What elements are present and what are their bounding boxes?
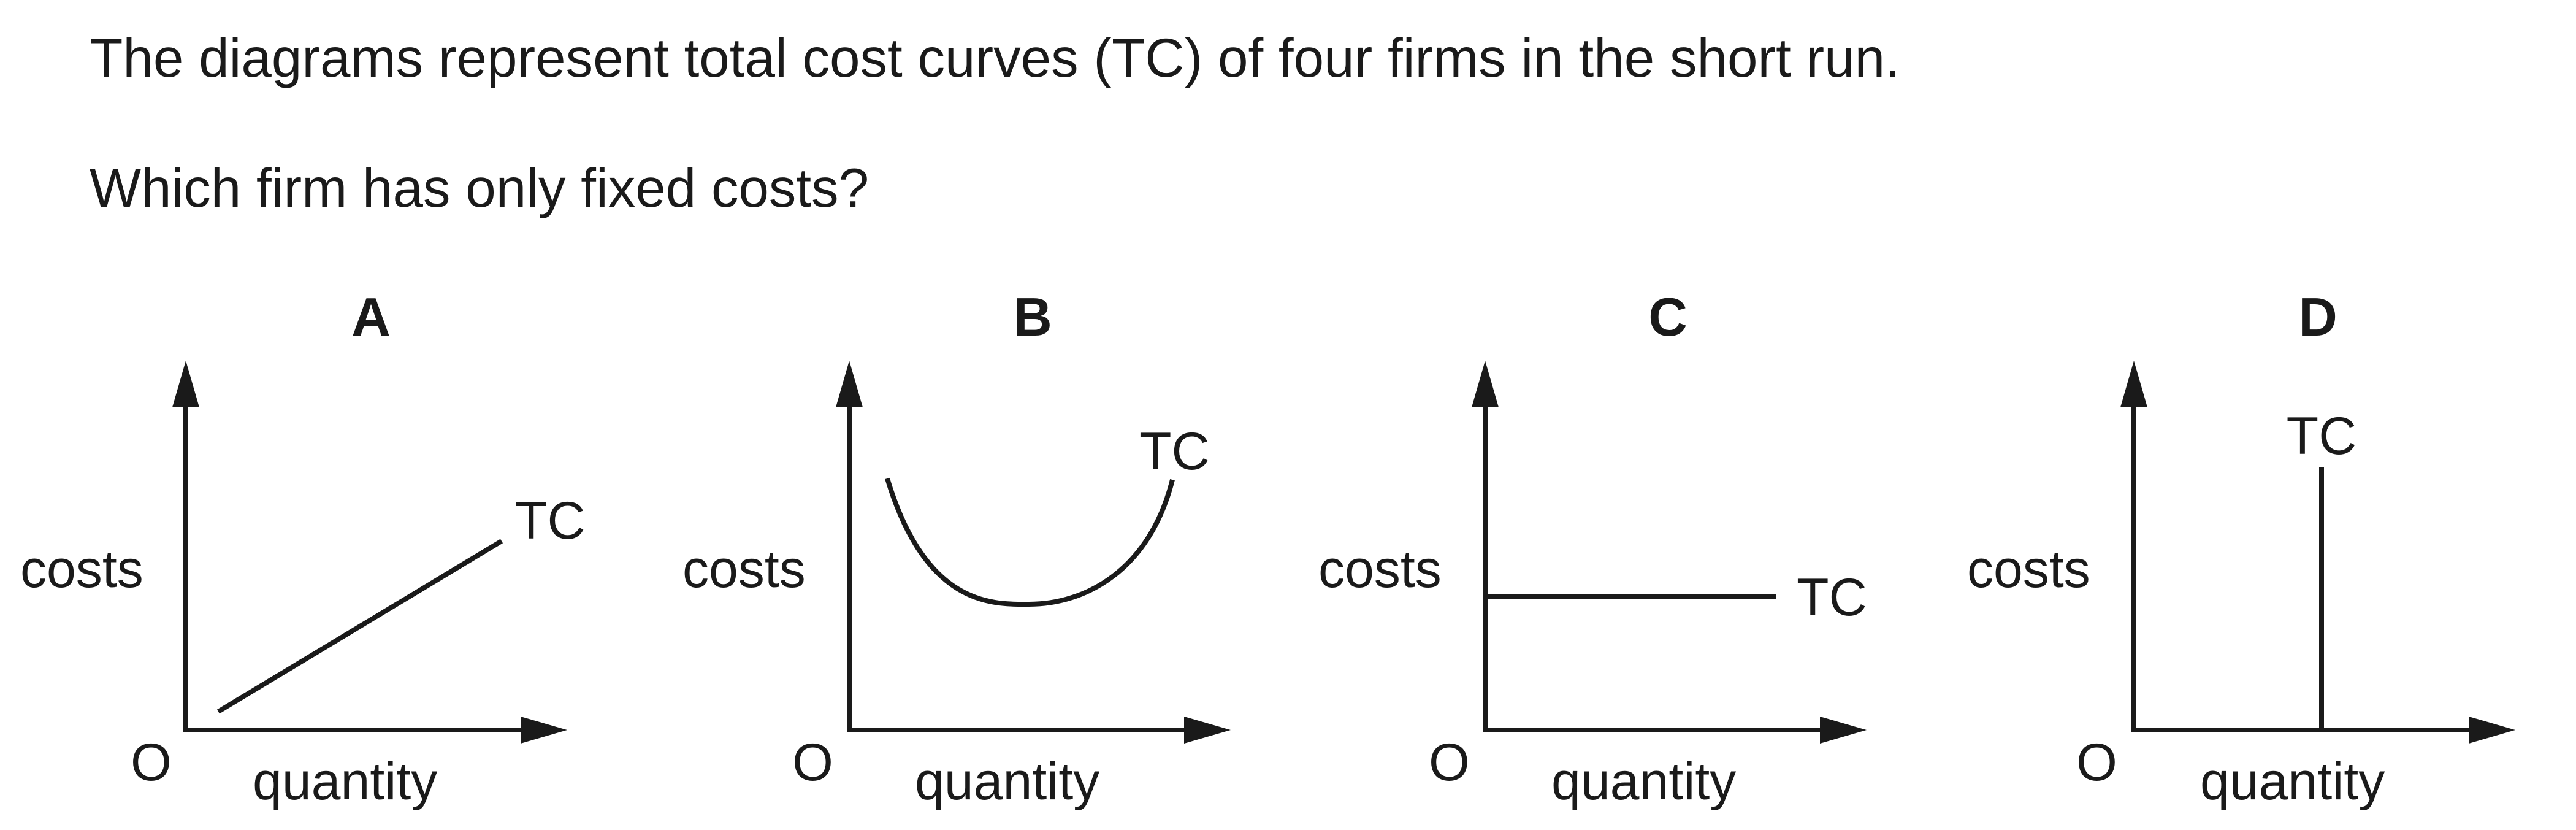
diagram-c: C costs O quantity TC	[1318, 286, 1867, 811]
diagram-c-origin-label: O	[1429, 733, 1470, 792]
diagram-c-tc-label: TC	[1797, 568, 1867, 627]
diagram-b-tc-curve	[885, 477, 1175, 607]
diagram-b-tc-label: TC	[1139, 422, 1210, 481]
diagram-d-letter: D	[2298, 286, 2337, 347]
question-prompt: Which firm has only fixed costs?	[90, 157, 869, 218]
diagram-c-x-axis-arrow	[1820, 717, 1867, 744]
diagram-d-x-label: quantity	[2200, 752, 2385, 811]
diagram-d-x-axis-arrow	[2469, 717, 2515, 744]
diagram-a-origin-label: O	[131, 733, 172, 792]
diagram-c-x-label: quantity	[1551, 752, 1736, 811]
diagram-b-y-label: costs	[682, 540, 806, 599]
diagram-a-tc-curve	[216, 539, 503, 714]
diagram-d-y-label: costs	[1967, 540, 2090, 599]
diagram-a-x-label: quantity	[253, 752, 437, 811]
diagram-d-origin-label: O	[2076, 733, 2117, 792]
diagram-d: D costs O quantity TC	[1967, 286, 2515, 811]
diagram-a-y-axis-arrow	[172, 361, 199, 407]
diagram-b-x-axis-arrow	[1184, 717, 1231, 744]
diagram-c-y-label: costs	[1318, 540, 1442, 599]
diagram-a-x-axis-arrow	[521, 717, 567, 744]
diagram-c-y-axis-arrow	[1472, 361, 1499, 407]
diagram-b: B costs O quantity TC	[682, 286, 1231, 811]
diagram-a-tc-label: TC	[515, 491, 586, 550]
diagram-a-y-label: costs	[20, 540, 143, 599]
diagram-d-y-axis-arrow	[2120, 361, 2147, 407]
diagram-d-tc-label: TC	[2287, 407, 2357, 466]
question-text: The diagrams represent total cost curves…	[90, 27, 1900, 88]
diagram-b-y-axis-arrow	[836, 361, 863, 407]
diagram-b-x-label: quantity	[915, 752, 1099, 811]
diagram-c-letter: C	[1648, 286, 1687, 347]
diagram-a: A costs O quantity TC	[20, 286, 586, 811]
diagram-b-origin-label: O	[792, 733, 833, 792]
diagram-b-letter: B	[1013, 286, 1052, 347]
diagram-a-letter: A	[351, 286, 391, 347]
